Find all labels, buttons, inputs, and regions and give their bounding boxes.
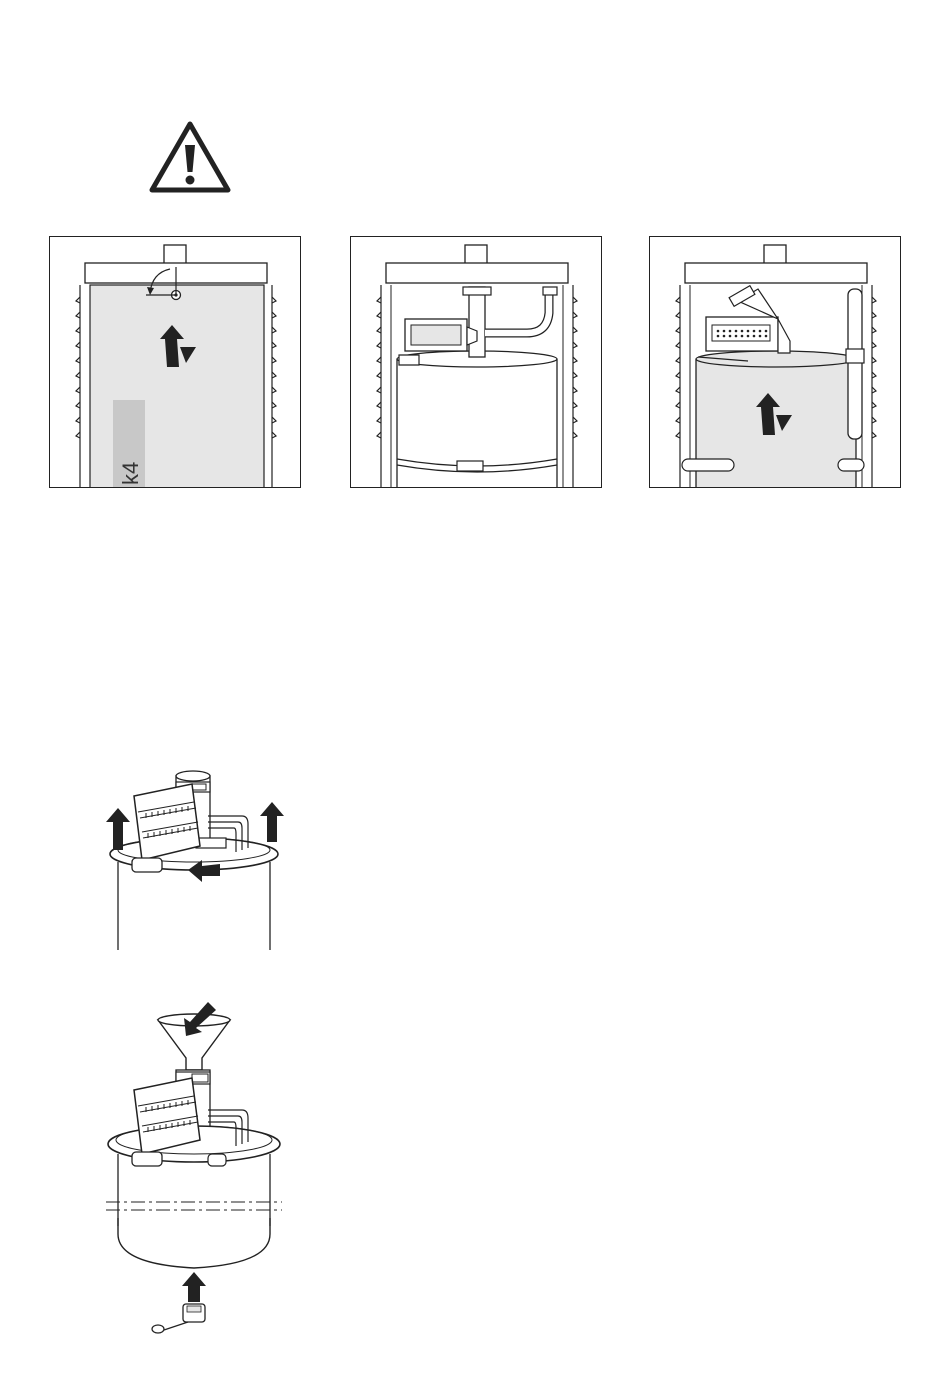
figure-tank-ring-removal bbox=[96, 766, 292, 956]
up-arrow-icon bbox=[260, 802, 284, 842]
panel-3 bbox=[649, 236, 901, 488]
up-arrow-icon bbox=[182, 1272, 206, 1302]
warning-triangle-icon bbox=[148, 120, 232, 194]
figure-tank-filling bbox=[96, 996, 292, 1338]
panel-1: k4 bbox=[49, 236, 301, 488]
panel-2 bbox=[350, 236, 602, 488]
label-text: k4 bbox=[118, 462, 143, 485]
